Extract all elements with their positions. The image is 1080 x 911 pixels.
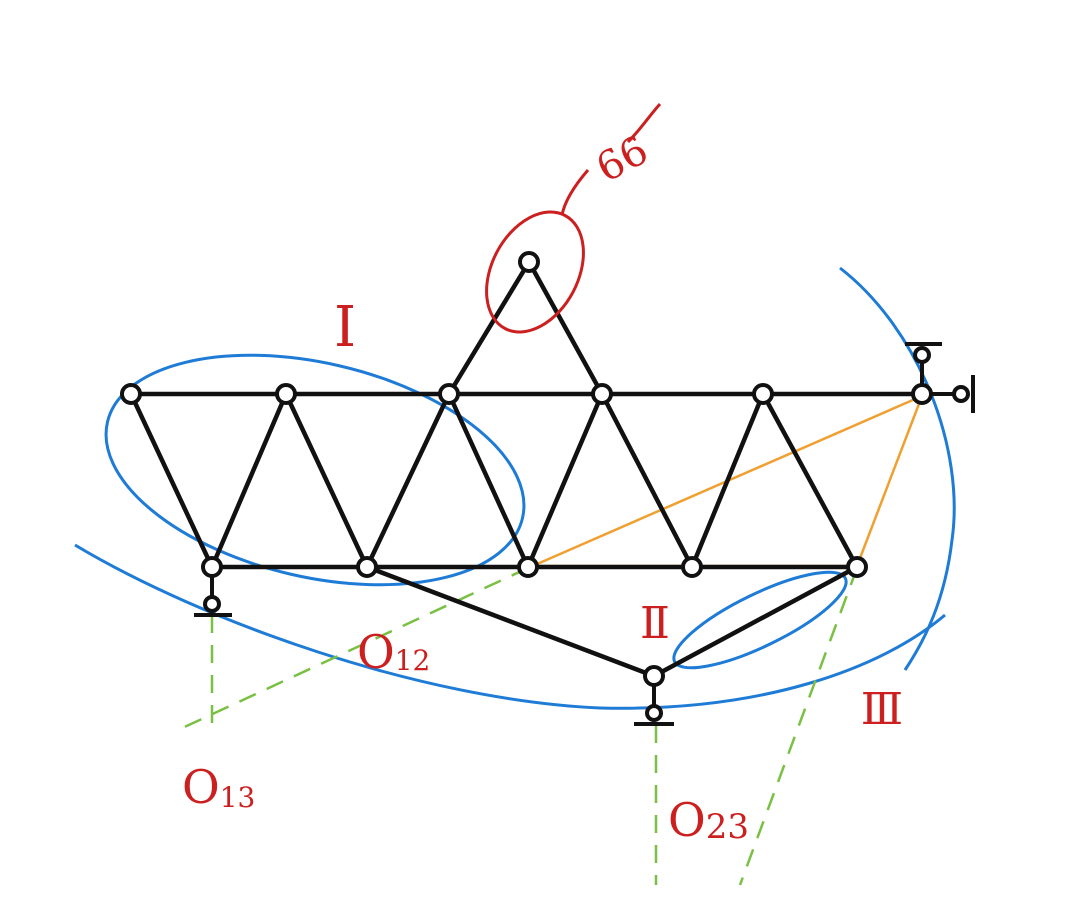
member-g <box>526 259 605 397</box>
member-i <box>599 391 695 570</box>
joint <box>681 556 703 578</box>
apex-circle <box>485 210 585 334</box>
apex-annotation <box>485 102 662 334</box>
dash-line-o12 <box>177 566 529 732</box>
region-2-label: Ⅱ <box>640 598 670 649</box>
truss-members <box>128 259 925 679</box>
dash-line-o23-slanted <box>738 567 859 886</box>
member-l <box>364 564 657 679</box>
member-f <box>446 259 532 397</box>
annotation-leader <box>560 169 590 216</box>
joint <box>911 383 933 405</box>
outline-body-2-ellipse <box>672 570 848 670</box>
joint <box>591 383 613 405</box>
joint <box>438 383 460 405</box>
joint <box>518 251 540 273</box>
truss-joints <box>120 251 933 687</box>
joint <box>752 383 774 405</box>
member-e <box>446 391 531 570</box>
support-middle-bottom <box>634 685 674 726</box>
joint <box>201 556 223 578</box>
member-h <box>525 391 605 570</box>
o12-label: O12 <box>357 625 430 679</box>
support-right-top <box>905 342 942 385</box>
annotation-66-label: 66 <box>589 127 656 192</box>
support-right-side <box>931 375 975 413</box>
joint <box>356 556 378 578</box>
joint <box>275 383 297 405</box>
member-d <box>364 391 452 570</box>
member-a <box>128 391 215 570</box>
outline-body-3-arc-lower <box>74 543 946 710</box>
annotation-tail <box>626 102 662 144</box>
member-k <box>760 391 860 570</box>
outline-body-1-ellipse <box>104 353 526 587</box>
region-3-label: Ⅲ <box>861 684 903 735</box>
construction-lines <box>177 566 859 886</box>
supports <box>194 342 975 726</box>
member-j <box>689 391 766 570</box>
joint <box>120 383 142 405</box>
member-b <box>209 391 289 570</box>
orange-right-edge <box>855 395 924 567</box>
joint <box>643 665 665 687</box>
member-c <box>283 391 370 570</box>
joint <box>517 556 539 578</box>
o23-label: O23 <box>668 793 749 847</box>
member-m <box>651 564 860 679</box>
joint <box>846 556 868 578</box>
rigid-body-outlines <box>74 266 956 710</box>
outline-body-3-arc-outer <box>839 266 956 671</box>
o13-label: O13 <box>182 760 255 814</box>
support-left-bottom <box>194 576 232 617</box>
region-1-label: Ⅰ <box>334 295 356 360</box>
